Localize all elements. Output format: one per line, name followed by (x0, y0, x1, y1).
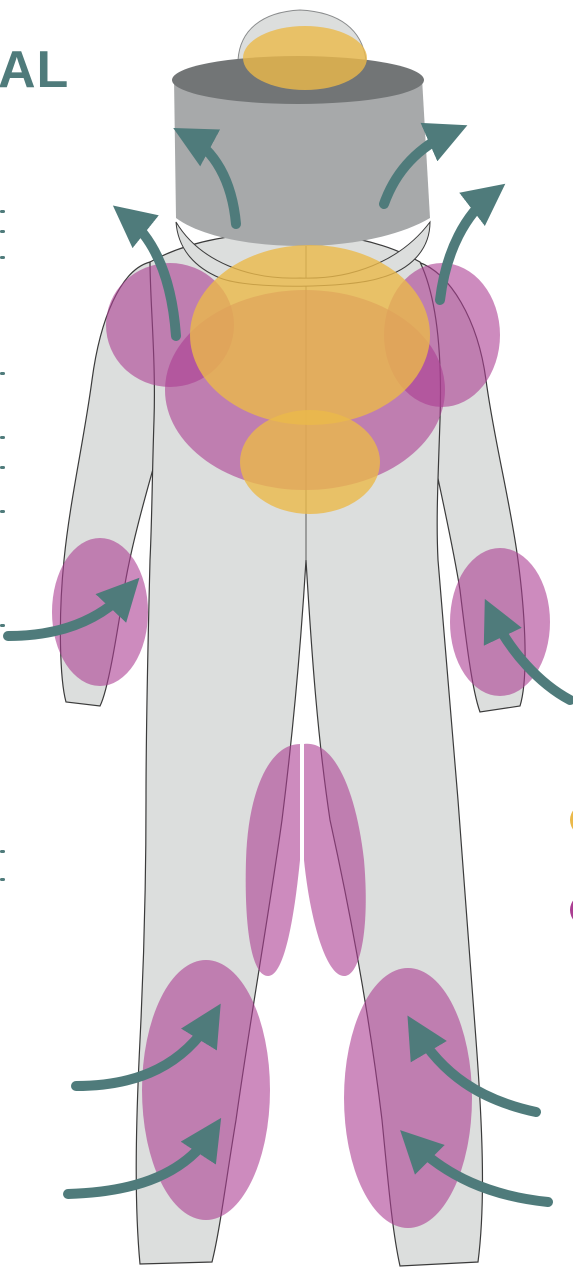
text-edge-mark (0, 510, 5, 513)
warm-zone-upper-chest (190, 245, 430, 425)
text-edge-mark (0, 624, 5, 627)
page-title-fragment: AL (0, 44, 69, 96)
text-edge-mark (0, 436, 5, 439)
text-edge-mark (0, 372, 5, 375)
moisture-zone-left-knee (142, 960, 270, 1220)
moisture-zone-right-knee (344, 968, 472, 1228)
warm-zone-lower-chest (240, 410, 380, 514)
text-edge-mark (0, 230, 5, 233)
text-edge-mark (0, 466, 5, 469)
warm-zone-head (243, 26, 367, 90)
text-edge-mark (0, 850, 5, 853)
text-edge-mark (0, 256, 5, 259)
text-edge-mark (0, 878, 5, 881)
text-edge-mark (0, 210, 5, 213)
